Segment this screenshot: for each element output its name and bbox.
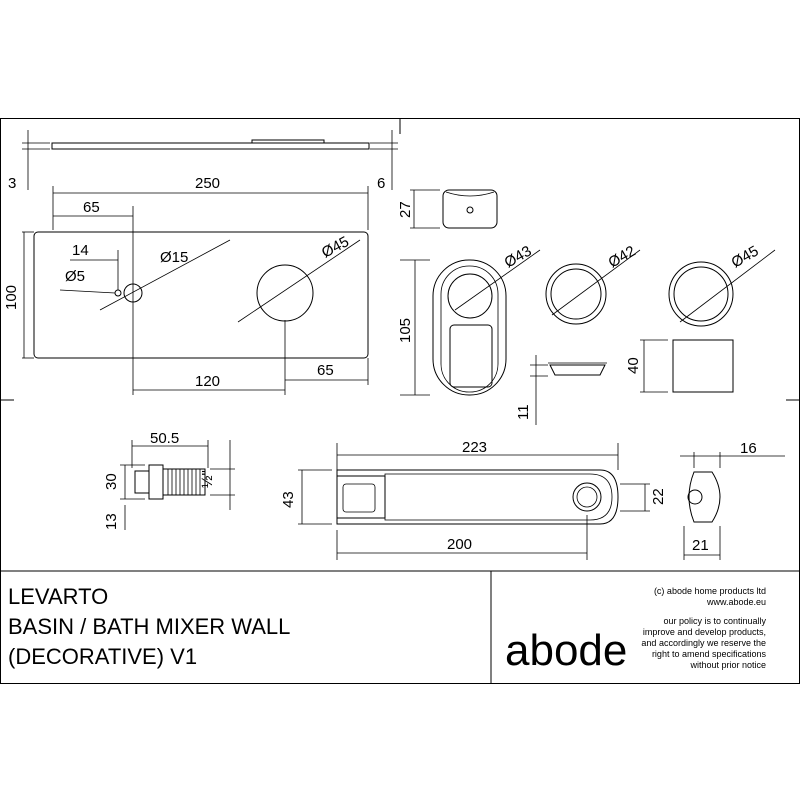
dim-spout-inner-length: 200 xyxy=(447,536,472,553)
dim-end-depth: 16 xyxy=(740,440,757,457)
website-text: www.abode.eu xyxy=(706,597,766,607)
plate-front-view xyxy=(33,231,369,359)
connector-view xyxy=(120,440,235,530)
dim-handle-hole-dia: Ø45 xyxy=(319,233,352,261)
copyright-text: (c) abode home products ltd xyxy=(654,586,766,596)
dim-thread-size: ½" xyxy=(199,470,216,488)
dim-small-offset: 14 xyxy=(72,242,89,259)
brand-logo: abode xyxy=(505,626,627,675)
dim-right-offset: 65 xyxy=(317,362,334,379)
dim-cap-height: 27 xyxy=(397,201,414,218)
product-line-3: (DECORATIVE) V1 xyxy=(8,644,197,669)
policy-line-5: without prior notice xyxy=(689,660,766,670)
dim-spout-length: 223 xyxy=(462,439,487,456)
policy-line-4: right to amend specifications xyxy=(652,649,767,659)
spout-view xyxy=(298,443,650,560)
ring-side-view xyxy=(530,355,607,425)
dim-block-height: 40 xyxy=(625,357,642,374)
cap-top-view xyxy=(410,189,498,229)
cap-front-view xyxy=(400,249,541,396)
dim-connector-length: 50.5 xyxy=(150,430,179,447)
product-name: LEVARTO xyxy=(8,584,108,609)
policy-line-1: our policy is to continually xyxy=(663,616,766,626)
dim-spout-height: 43 xyxy=(280,491,297,508)
spout-end-view xyxy=(680,452,785,560)
dim-hole-spacing: 120 xyxy=(195,373,220,390)
dim-spout-hole-dia: Ø15 xyxy=(160,249,188,266)
product-line-2: BASIN / BATH MIXER WALL xyxy=(8,614,290,639)
dim-dia-42: Ø42 xyxy=(606,243,639,272)
dim-spout-thickness: 22 xyxy=(650,488,667,505)
dim-spout-offset: 65 xyxy=(83,199,100,216)
dim-plate-edge: 6 xyxy=(377,175,385,192)
dim-ring-depth: 11 xyxy=(515,404,532,420)
dim-dia-43: Ø43 xyxy=(502,243,535,272)
ring-42-view xyxy=(545,249,641,325)
dim-cap-front-height: 105 xyxy=(397,318,414,343)
dim-connector-height: 30 xyxy=(103,473,120,490)
dim-plate-thickness: 3 xyxy=(8,175,16,192)
ring-45-view xyxy=(668,249,776,327)
dim-small-hole-dia: Ø5 xyxy=(65,268,85,285)
policy-line-3: and accordingly we reserve the xyxy=(641,638,766,648)
plate-side-view xyxy=(22,130,398,190)
policy-line-2: improve and develop products, xyxy=(643,627,766,637)
dim-plate-height: 100 xyxy=(3,285,20,310)
dim-dia-45: Ø45 xyxy=(729,243,762,272)
dim-connector-offset: 13 xyxy=(103,513,120,530)
thread-lines xyxy=(167,469,201,495)
dim-end-width: 21 xyxy=(692,537,709,554)
dim-plate-width: 250 xyxy=(195,175,220,192)
block-view xyxy=(640,339,734,393)
